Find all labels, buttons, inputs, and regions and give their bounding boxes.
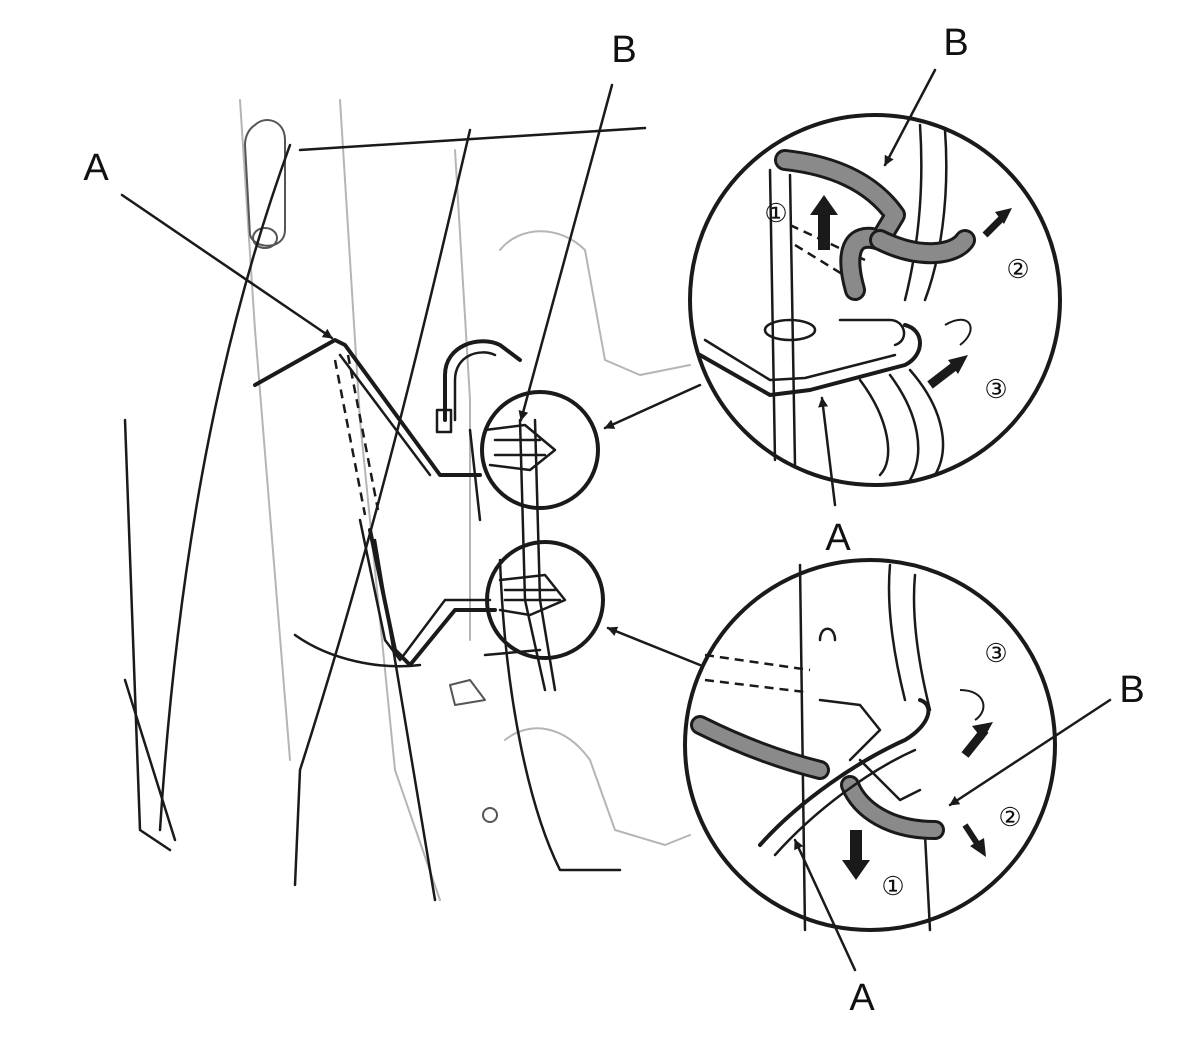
step-3-lower: ③ <box>984 639 1007 669</box>
detail-circle-lower <box>485 540 605 660</box>
seat-body-outline <box>123 99 691 902</box>
leader-center-b <box>518 83 614 422</box>
enlarged-detail-lower <box>683 558 1057 932</box>
arrow-zoom-upper <box>603 383 702 430</box>
label-bottom-a: A <box>849 977 875 1019</box>
leader-bottom-a <box>793 838 857 972</box>
label-mid-a: A <box>825 517 851 559</box>
wire-a-main <box>253 338 567 692</box>
detail-circle-upper <box>480 390 600 510</box>
leader-top-b <box>883 68 937 167</box>
label-bottom-right-b: B <box>1119 669 1144 711</box>
leader-mid-a <box>818 396 837 507</box>
label-top-b: B <box>943 22 968 64</box>
label-left-a: A <box>83 147 109 189</box>
leader-bottom-right-b <box>948 698 1112 807</box>
enlarged-detail-upper <box>688 113 1062 487</box>
leader-left-a <box>120 193 334 340</box>
step-2-upper: ② <box>1006 255 1029 285</box>
step-1-lower: ① <box>881 872 904 902</box>
step-1-upper: ① <box>764 199 787 229</box>
label-center-b: B <box>611 29 636 71</box>
arrow-zoom-lower <box>606 626 702 667</box>
step-2-lower: ② <box>998 803 1021 833</box>
step-3-upper: ③ <box>984 375 1007 405</box>
